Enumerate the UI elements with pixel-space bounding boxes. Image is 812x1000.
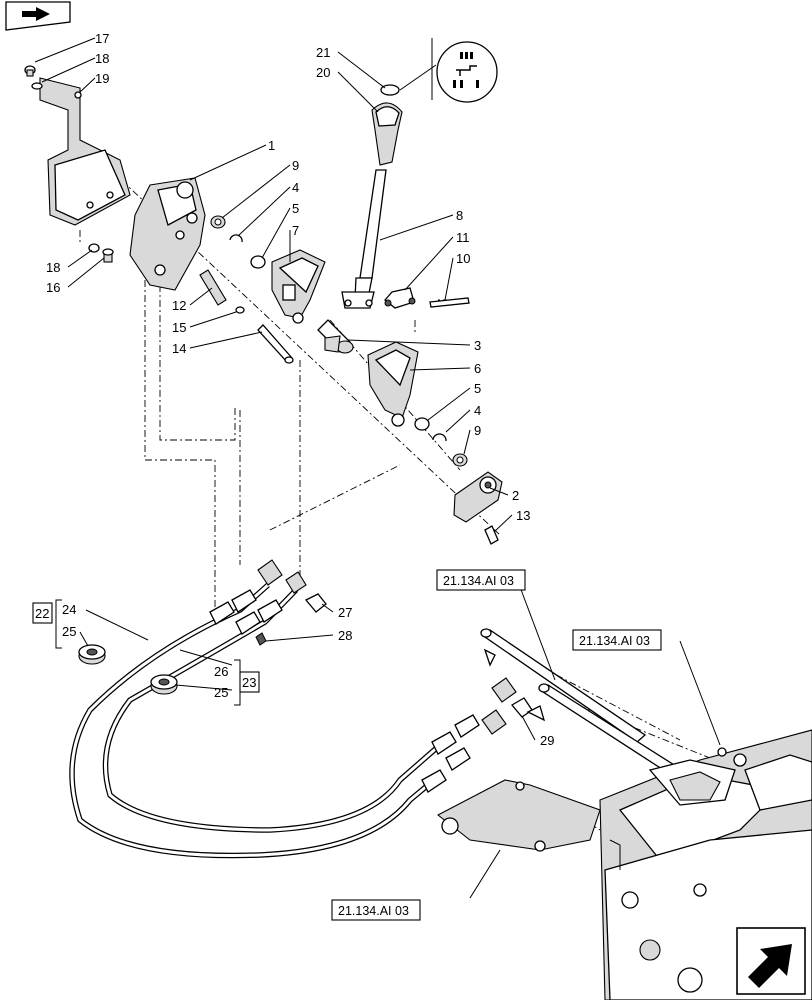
callout-12: 12 bbox=[172, 298, 186, 313]
book-arrow-icon[interactable] bbox=[5, 1, 71, 31]
callout-16: 16 bbox=[46, 280, 60, 295]
part-9-bushing-upper[interactable] bbox=[210, 215, 226, 229]
part-2-cover[interactable] bbox=[453, 471, 503, 523]
callout-4-upper: 4 bbox=[292, 180, 299, 195]
callout-18-top: 18 bbox=[95, 51, 109, 66]
part-4-clip-upper[interactable] bbox=[229, 234, 243, 243]
part-18-washer-top[interactable] bbox=[31, 82, 43, 90]
part-5-ring-lower[interactable] bbox=[414, 417, 430, 431]
callout-7: 7 bbox=[292, 223, 299, 238]
cable-bracket bbox=[436, 779, 601, 852]
callout-6: 6 bbox=[474, 361, 481, 376]
reference-link-1[interactable]: 21.134.AI 03 bbox=[436, 569, 526, 591]
callout-26: 26 bbox=[214, 664, 228, 679]
callout-28: 28 bbox=[338, 628, 352, 643]
callout-25-lower: 25 bbox=[214, 685, 228, 700]
callout-9-upper: 9 bbox=[292, 158, 299, 173]
group-label-23[interactable]: 23 bbox=[239, 671, 260, 693]
callout-9-lower: 9 bbox=[474, 423, 481, 438]
reference-3-text: 21.134.AI 03 bbox=[338, 904, 409, 918]
part-9-bushing-lower[interactable] bbox=[452, 453, 468, 467]
callout-8: 8 bbox=[456, 208, 463, 223]
part-20-knob[interactable] bbox=[371, 102, 403, 166]
callout-3: 3 bbox=[474, 338, 481, 353]
part-28-clip[interactable] bbox=[255, 632, 267, 646]
part-5-ring-upper[interactable] bbox=[250, 255, 266, 269]
callout-24: 24 bbox=[62, 602, 76, 617]
callout-20: 20 bbox=[316, 65, 330, 80]
callout-19: 19 bbox=[95, 71, 109, 86]
part-12-pin[interactable] bbox=[199, 269, 227, 306]
part-25-grommet-lower[interactable] bbox=[150, 674, 178, 695]
callout-14: 14 bbox=[172, 341, 186, 356]
callout-4-lower: 4 bbox=[474, 403, 481, 418]
part-17-screw[interactable] bbox=[24, 65, 36, 77]
group-22-text: 22 bbox=[35, 606, 49, 621]
group-23-text: 23 bbox=[242, 675, 256, 690]
reference-link-2[interactable]: 21.134.AI 03 bbox=[572, 629, 662, 651]
callout-labels: 17 18 19 18 16 1 9 4 5 7 21 20 8 11 10 1… bbox=[46, 31, 554, 748]
callout-27: 27 bbox=[338, 605, 352, 620]
callout-5-lower: 5 bbox=[474, 381, 481, 396]
leader-lines bbox=[34, 37, 721, 899]
callout-2: 2 bbox=[512, 488, 519, 503]
callout-17: 17 bbox=[95, 31, 109, 46]
arrow-icon[interactable] bbox=[736, 927, 806, 995]
cable-end-lower-lower bbox=[421, 709, 507, 793]
callout-11: 11 bbox=[456, 230, 470, 245]
part-27-clip[interactable] bbox=[304, 593, 327, 613]
part-26-cable[interactable] bbox=[102, 588, 442, 833]
part-4-clip-lower[interactable] bbox=[432, 433, 447, 442]
reference-1-text: 21.134.AI 03 bbox=[443, 574, 514, 588]
gear-pattern-inset bbox=[399, 38, 498, 103]
callout-18-bottom: 18 bbox=[46, 260, 60, 275]
callout-25-upper: 25 bbox=[62, 624, 76, 639]
part-21-cap[interactable] bbox=[380, 84, 400, 96]
reference-2-text: 21.134.AI 03 bbox=[579, 634, 650, 648]
callout-21: 21 bbox=[316, 45, 330, 60]
callout-13: 13 bbox=[516, 508, 530, 523]
callout-1: 1 bbox=[268, 138, 275, 153]
part-1-housing[interactable] bbox=[129, 177, 206, 291]
part-8-lever[interactable] bbox=[341, 169, 387, 309]
part-24-cable[interactable] bbox=[69, 582, 442, 859]
part-10-pin[interactable] bbox=[429, 297, 470, 308]
part-3-cylinder[interactable] bbox=[317, 319, 354, 354]
part-13-screw[interactable] bbox=[484, 525, 499, 545]
part-11-spring-clip[interactable] bbox=[384, 287, 416, 309]
cable-end-lower-upper bbox=[431, 677, 517, 755]
part-14-bolt[interactable] bbox=[257, 324, 294, 364]
part-29-clip[interactable] bbox=[511, 697, 533, 718]
callout-15: 15 bbox=[172, 320, 186, 335]
cable-end-upper-left bbox=[209, 559, 283, 625]
callout-5-upper: 5 bbox=[292, 201, 299, 216]
callout-29: 29 bbox=[540, 733, 554, 748]
part-25-grommet-upper[interactable] bbox=[78, 644, 106, 665]
group-label-22[interactable]: 22 bbox=[32, 602, 53, 624]
part-19-bracket[interactable] bbox=[39, 77, 131, 226]
cable-end-upper-right bbox=[235, 571, 307, 635]
part-16-screw[interactable] bbox=[102, 248, 114, 263]
part-6-selector-plate[interactable] bbox=[367, 341, 419, 427]
callout-10: 10 bbox=[456, 251, 470, 266]
part-15-washer[interactable] bbox=[235, 306, 245, 314]
reference-link-3[interactable]: 21.134.AI 03 bbox=[331, 899, 421, 921]
part-7-selector-plate[interactable] bbox=[271, 249, 326, 324]
